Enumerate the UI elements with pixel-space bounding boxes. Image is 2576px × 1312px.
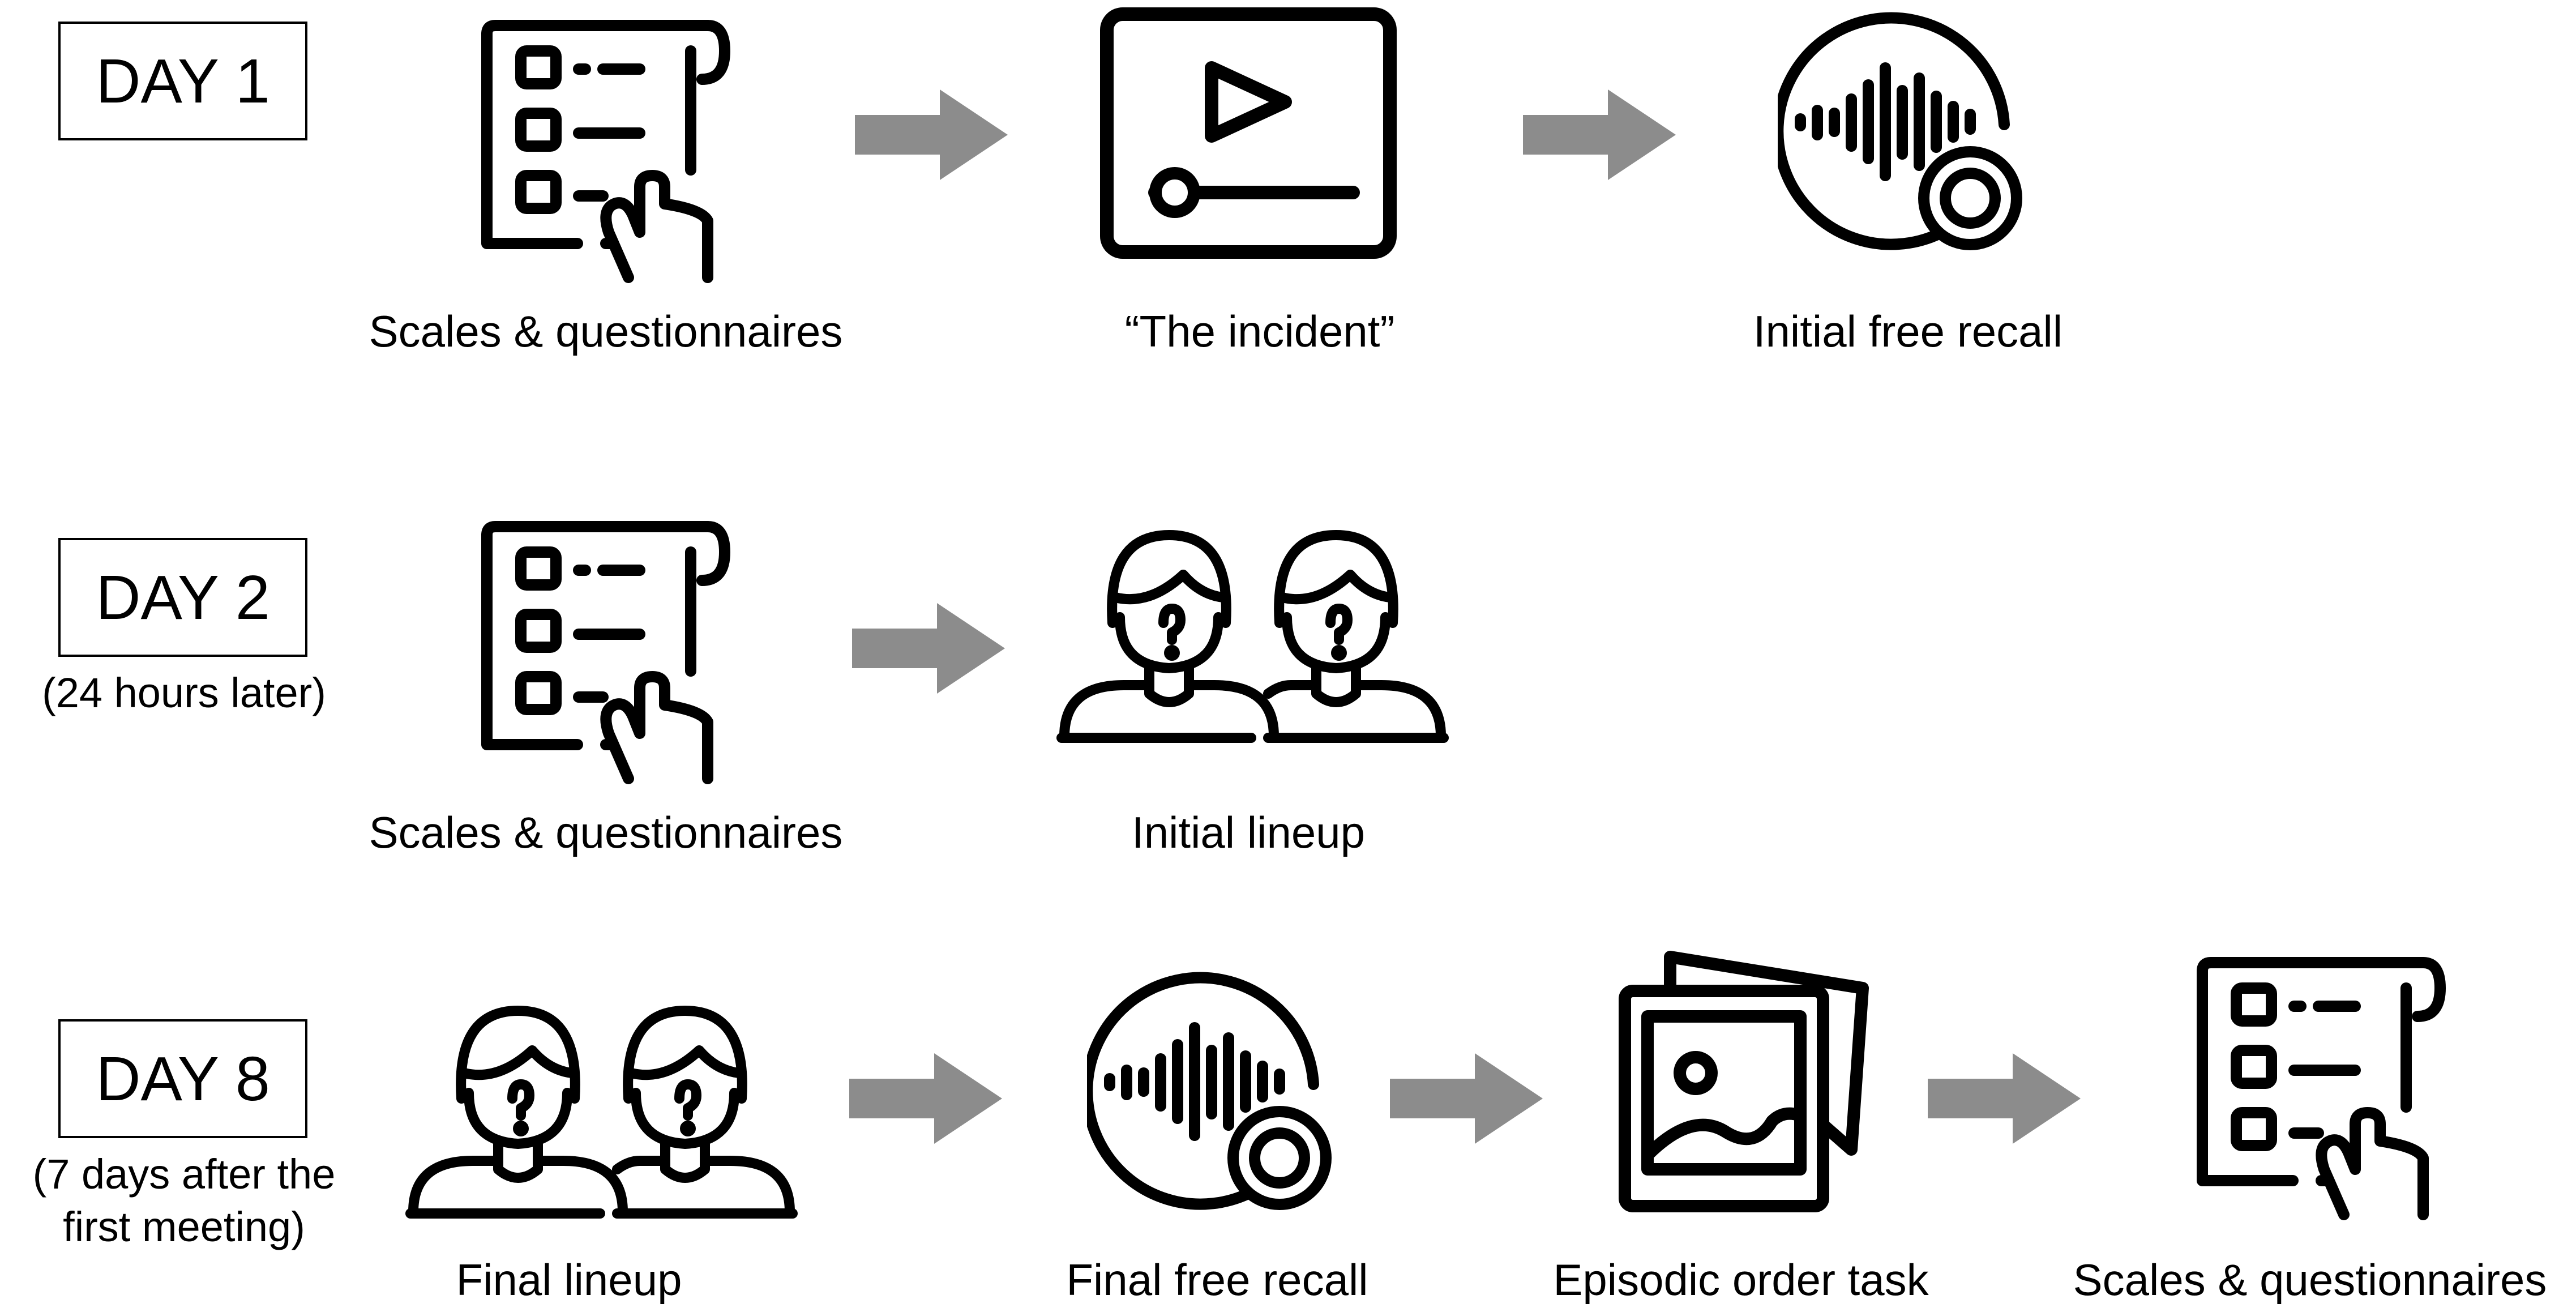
- day2-step2-label: Initial lineup: [1132, 807, 1365, 857]
- day8-note-line2: first meeting): [63, 1203, 305, 1250]
- day1-step1-label: Scales & questionnaires: [369, 306, 843, 356]
- day2-note: (24 hours later): [42, 669, 326, 716]
- day8-label: DAY 8: [96, 1044, 270, 1114]
- day2-step1-label: Scales & questionnaires: [369, 807, 843, 857]
- day8-step3-label: Episodic order task: [1553, 1255, 1929, 1305]
- audio-recording-icon: [1778, 12, 2022, 250]
- right-arrow-icon: [849, 1053, 1002, 1144]
- day8-step2-label: Final free recall: [1066, 1255, 1368, 1305]
- day1-step3-label: Initial free recall: [1753, 306, 2063, 356]
- right-arrow-icon: [1523, 89, 1676, 180]
- day8-note-line1: (7 days after the: [32, 1151, 336, 1198]
- checklist-hand-icon: [2197, 957, 2446, 1220]
- day2-label: DAY 2: [96, 562, 270, 633]
- lineup-people-icon: [1056, 530, 1449, 743]
- photo-stack-icon: [1619, 951, 1869, 1212]
- video-player-icon: [1100, 7, 1397, 259]
- checklist-hand-icon: [481, 20, 730, 283]
- audio-recording-icon: [1087, 972, 1332, 1210]
- day8-box: DAY 8: [58, 1019, 307, 1138]
- day8-step4-label: Scales & questionnaires: [2073, 1255, 2547, 1305]
- day8-note: (7 days after the first meeting): [33, 1148, 336, 1253]
- right-arrow-icon: [852, 603, 1005, 694]
- day8-step1-label: Final lineup: [456, 1255, 682, 1305]
- day1-label: DAY 1: [96, 46, 270, 116]
- day2-box: DAY 2: [58, 538, 307, 657]
- right-arrow-icon: [1390, 1053, 1543, 1144]
- right-arrow-icon: [1928, 1053, 2081, 1144]
- right-arrow-icon: [855, 89, 1008, 180]
- day1-box: DAY 1: [58, 22, 307, 140]
- checklist-hand-icon: [481, 521, 730, 784]
- lineup-people-icon: [405, 1006, 798, 1219]
- day1-step2-label: “The incident”: [1124, 306, 1395, 356]
